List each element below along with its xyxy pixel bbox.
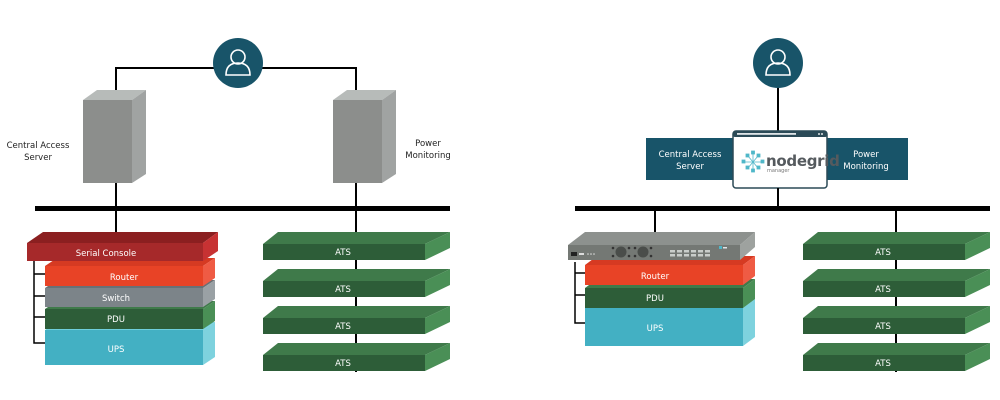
user-icon [765,49,791,76]
server-front [83,100,132,183]
central-access-server-label-line1: Central Access [7,141,70,151]
network-bus-bar [35,206,450,211]
ups-label: UPS [108,345,125,355]
ats-label: ATS [335,248,351,258]
ats-label: ATS [875,248,891,258]
power-monitoring-server [333,90,396,183]
nodegrid-appliance [568,232,755,260]
ats-device [263,269,450,297]
fan-icon [611,246,631,258]
server-top [83,90,146,100]
nodegrid-subtitle: manager [767,168,790,174]
left-diagram: Central Access Server Power Monitoring U… [7,38,451,372]
ats-label: ATS [875,359,891,369]
server-side [132,90,146,183]
ats-device [803,343,990,371]
server-front [333,100,382,183]
nodegrid-logo-icon [741,150,765,173]
serial-console-device [27,232,218,261]
ats-device [803,232,990,260]
nodegrid-wordmark: nodegrid [766,152,840,170]
user-avatar-right [753,38,803,88]
network-bus-bar [575,206,990,211]
ats-device [263,232,450,260]
central-access-server [83,90,146,183]
server-top [333,90,396,100]
user-icon [225,49,251,76]
user-avatar-left [213,38,263,88]
serial-console-label: Serial Console [76,249,137,259]
switch-label: Switch [102,294,130,304]
ats-label: ATS [875,322,891,332]
router-device [585,256,755,285]
pdu-label: PDU [646,294,664,304]
ups-label: UPS [647,324,664,334]
ats-stack-right: ATS ATS ATS ATS [803,232,990,371]
power-monitoring-label-line2: Monitoring [405,151,450,161]
band-central-access-line1: Central Access [659,150,722,160]
ats-device [803,306,990,334]
band-power-monitoring-line2: Monitoring [843,162,888,172]
band-central-access-line2: Server [676,162,704,172]
server-side [382,90,396,183]
ats-device [803,269,990,297]
ats-stack-left: ATS ATS ATS ATS [263,232,450,371]
ats-device [263,306,450,334]
nodegrid-manager-window: nodegrid manager [732,130,840,189]
central-access-server-label-line2: Server [24,153,52,163]
console-fanout-line [574,262,586,324]
ats-device [263,343,450,371]
router-label: Router [110,273,139,283]
fan-icon [633,246,653,258]
ats-label: ATS [335,285,351,295]
ats-label: ATS [335,322,351,332]
router-label: Router [641,272,670,282]
ats-label: ATS [875,285,891,295]
pdu-label: PDU [107,315,125,325]
console-fanout-line [33,261,45,344]
ats-label: ATS [335,359,351,369]
power-monitoring-label-line1: Power [415,139,441,149]
right-diagram: Central Access Server Power Monitoring [568,38,990,372]
band-power-monitoring-line1: Power [853,150,879,160]
